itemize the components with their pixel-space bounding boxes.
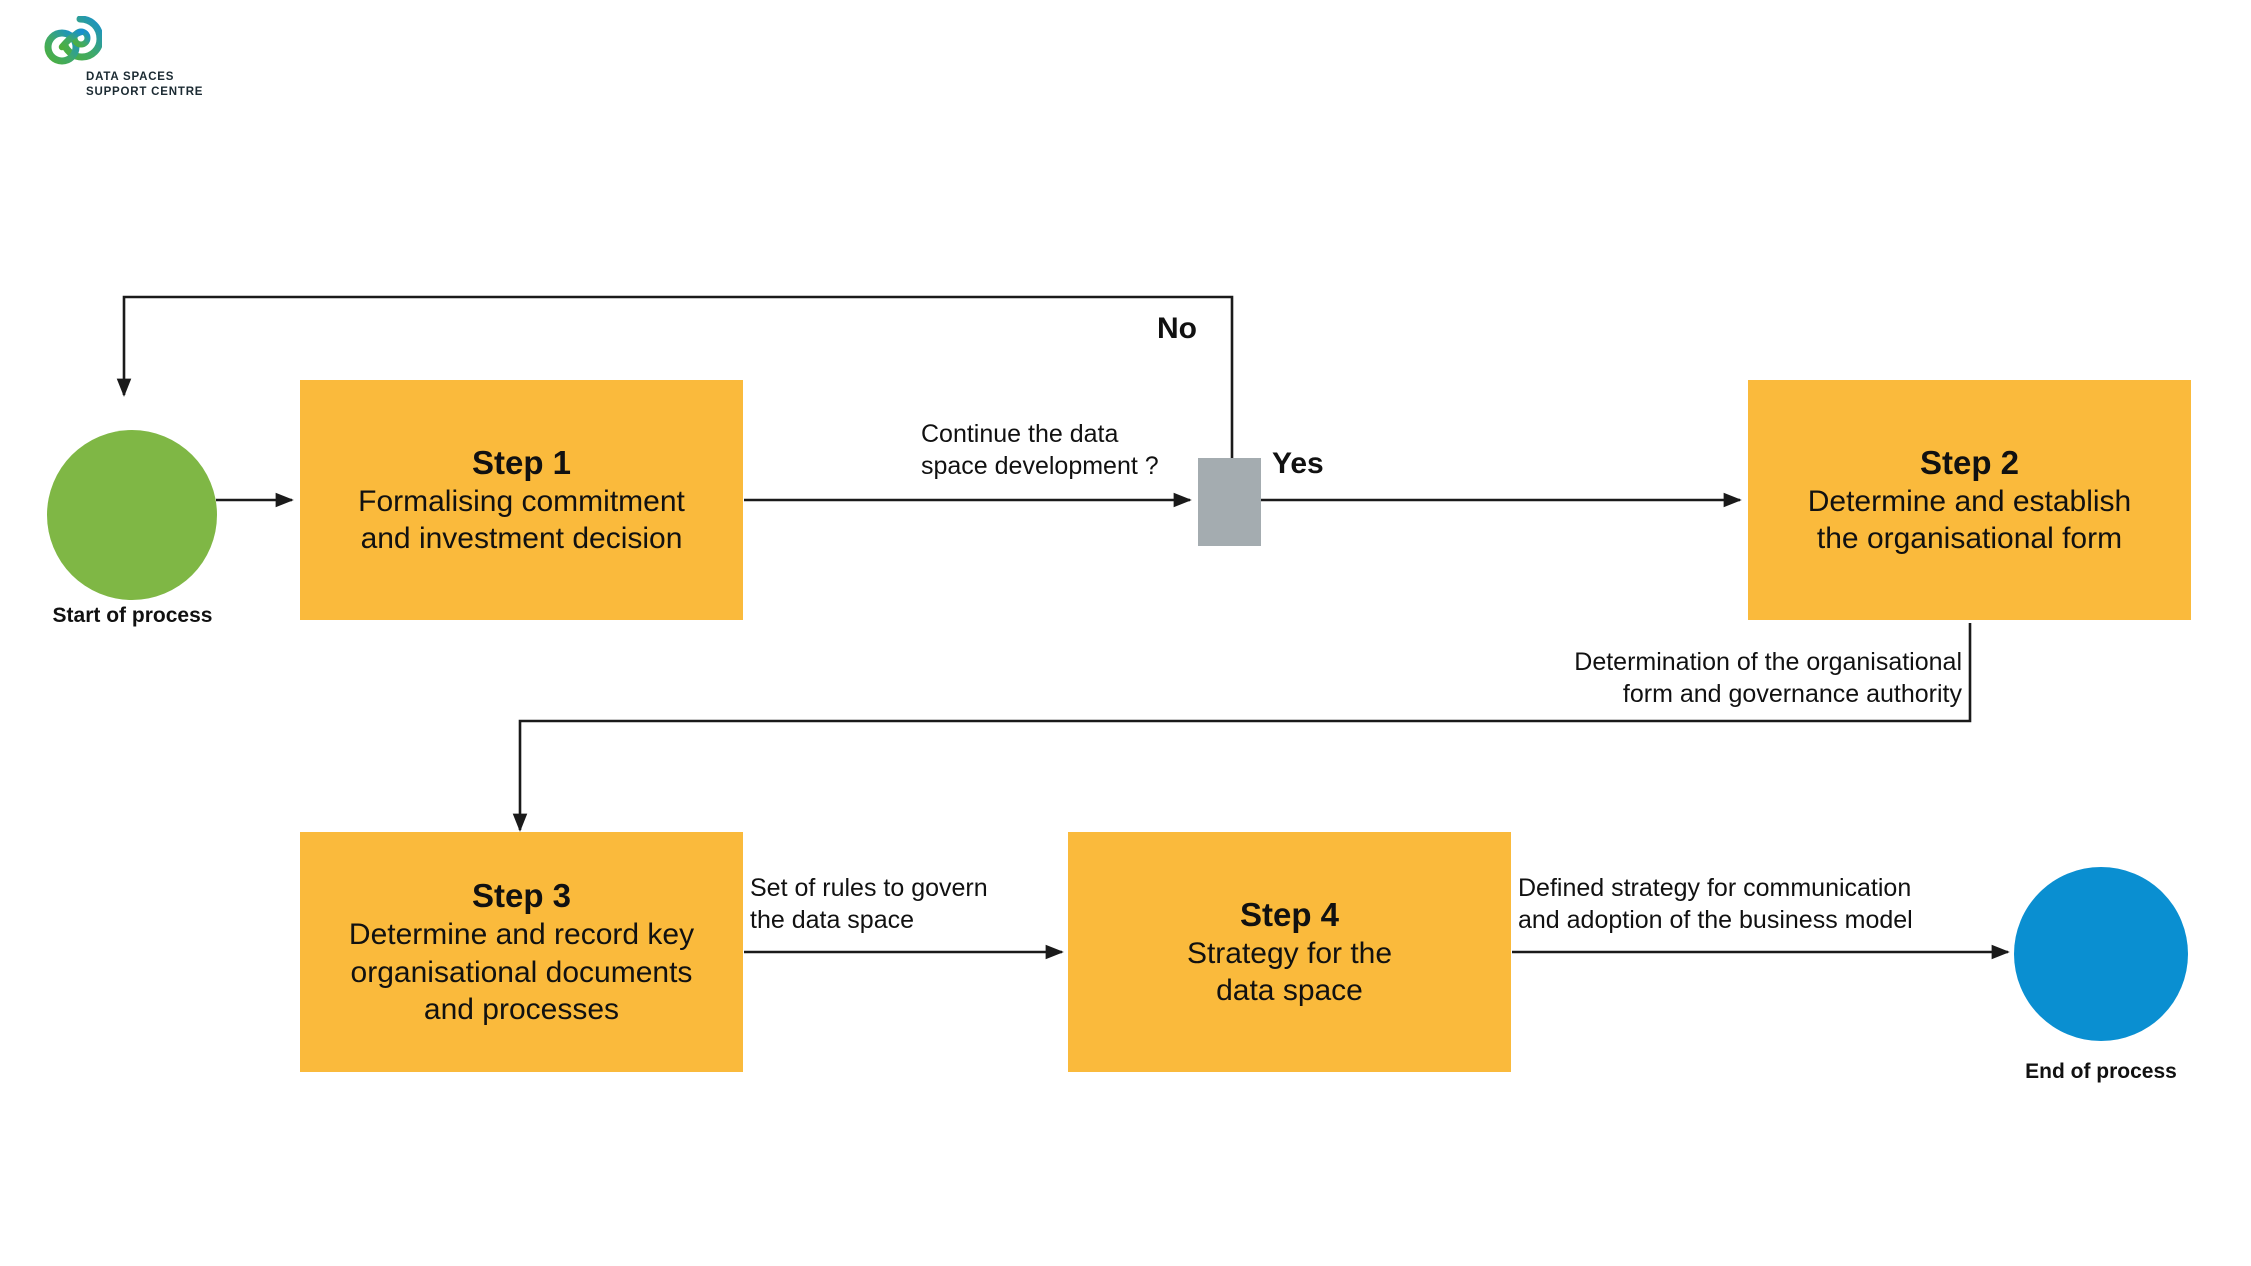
decision-continue-development-node[interactable] bbox=[1198, 458, 1261, 546]
step-1-node[interactable]: Step 1 Formalising commitment and invest… bbox=[300, 380, 743, 620]
start-of-process-node[interactable] bbox=[47, 430, 217, 600]
dssc-infinity-logo-icon bbox=[44, 16, 102, 65]
end-of-process-label: End of process bbox=[2025, 1060, 2177, 1083]
step-3-description: Determine and record key organisational … bbox=[348, 918, 695, 1026]
decision-question-label: Continue the data space development ? bbox=[921, 420, 1159, 480]
edge-label-set-of-rules: Set of rules to govern the data space bbox=[750, 874, 988, 934]
step-2-title: Step 2 bbox=[1919, 443, 2020, 481]
dssc-logo: DATA SPACES SUPPORT CENTRE bbox=[34, 16, 214, 108]
step-2-node[interactable]: Step 2 Determine and establish the organ… bbox=[1748, 380, 2191, 620]
step-3-title: Step 3 bbox=[471, 877, 572, 915]
branch-label-no: No bbox=[1157, 312, 1197, 345]
step-2-description: Determine and establish the organisation… bbox=[1807, 484, 2132, 556]
step-4-node[interactable]: Step 4 Strategy for the data space bbox=[1068, 832, 1511, 1072]
edge-label-determination-organisational-form: Determination of the organisational form… bbox=[1574, 648, 1962, 708]
end-of-process-node[interactable] bbox=[2014, 867, 2188, 1041]
step-4-description: Strategy for the data space bbox=[1186, 936, 1393, 1008]
step-3-node[interactable]: Step 3 Determine and record key organisa… bbox=[300, 832, 743, 1072]
start-of-process-label: Start of process bbox=[52, 604, 213, 627]
step-1-title: Step 1 bbox=[471, 443, 572, 481]
step-1-description: Formalising commitment and investment de… bbox=[358, 484, 685, 556]
step-4-title: Step 4 bbox=[1239, 895, 1340, 933]
branch-label-yes: Yes bbox=[1272, 447, 1324, 480]
edge-label-defined-strategy: Defined strategy for communication and a… bbox=[1518, 874, 1913, 934]
dssc-logo-wordmark: DATA SPACES SUPPORT CENTRE bbox=[86, 71, 204, 99]
